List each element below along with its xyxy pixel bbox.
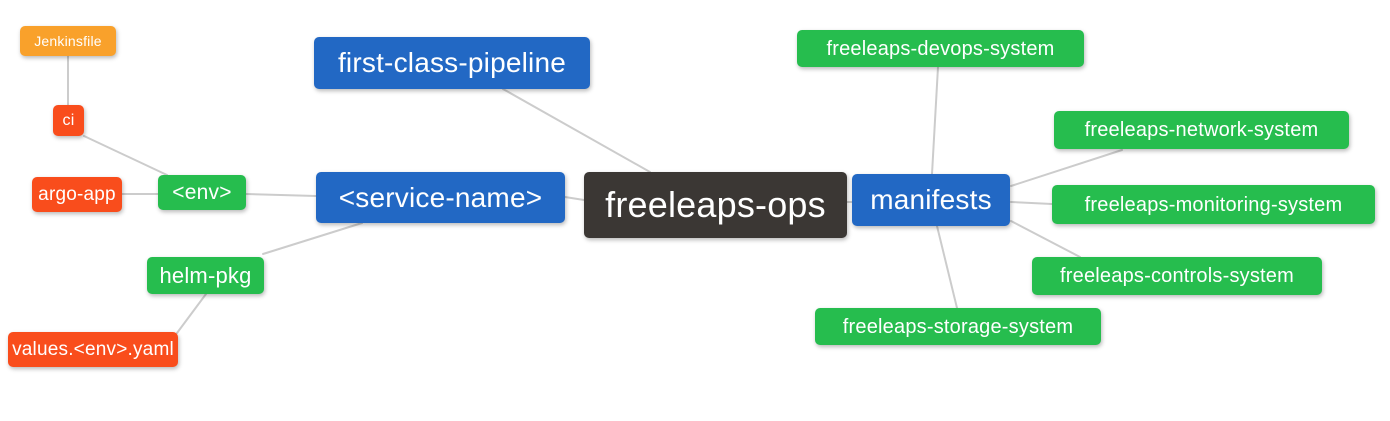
edge-values-env-yaml--helm-pkg [176, 293, 207, 334]
node-helm-pkg[interactable]: helm-pkg [147, 257, 264, 294]
node-freeleaps-devops-system[interactable]: freeleaps-devops-system [797, 30, 1084, 67]
node-label: freeleaps-controls-system [1060, 265, 1294, 287]
node-freeleaps-ops[interactable]: freeleaps-ops [584, 172, 847, 238]
node-label: freeleaps-devops-system [826, 37, 1055, 60]
node-label: freeleaps-monitoring-system [1084, 193, 1343, 216]
node-label: freeleaps-storage-system [842, 315, 1074, 338]
edge-ci--env [83, 135, 168, 176]
node-service-name[interactable]: <service-name> [316, 172, 565, 223]
node-label: first-class-pipeline [337, 47, 567, 78]
node-label: values.<env>.yaml [12, 339, 174, 360]
edge-manifests--freeleaps-network-system [1010, 149, 1123, 187]
node-label: freeleaps-ops [605, 184, 826, 225]
edge-helm-pkg--service-name [262, 222, 363, 255]
node-freeleaps-storage-system[interactable]: freeleaps-storage-system [815, 308, 1101, 345]
node-freeleaps-monitoring-system[interactable]: freeleaps-monitoring-system [1052, 185, 1375, 224]
node-label: helm-pkg [159, 262, 252, 288]
node-label: <env> [172, 181, 232, 204]
node-env[interactable]: <env> [158, 175, 246, 210]
edge-service-name--freeleaps-ops [564, 196, 585, 201]
edge-manifests--freeleaps-controls-system [1010, 220, 1081, 258]
node-freeleaps-network-system[interactable]: freeleaps-network-system [1054, 111, 1349, 149]
node-manifests[interactable]: manifests [852, 174, 1010, 226]
node-ci[interactable]: ci [53, 105, 84, 136]
node-label: <service-name> [338, 181, 543, 213]
edge-first-class-pipeline--freeleaps-ops [502, 88, 651, 173]
node-label: ci [62, 111, 75, 129]
node-label: freeleaps-network-system [1084, 119, 1319, 141]
edge-manifests--freeleaps-storage-system [936, 225, 958, 309]
node-first-class-pipeline[interactable]: first-class-pipeline [314, 37, 590, 89]
node-label: Jenkinsfile [34, 33, 102, 49]
node-argo-app[interactable]: argo-app [32, 177, 122, 212]
edge-env--service-name [245, 193, 317, 197]
edge-manifests--freeleaps-devops-system [931, 66, 939, 175]
node-freeleaps-controls-system[interactable]: freeleaps-controls-system [1032, 257, 1322, 295]
node-values-env-yaml[interactable]: values.<env>.yaml [8, 332, 178, 367]
node-label: manifests [870, 184, 992, 215]
node-jenkinsfile[interactable]: Jenkinsfile [20, 26, 116, 56]
node-label: argo-app [38, 184, 116, 205]
edge-manifests--freeleaps-monitoring-system [1010, 201, 1053, 205]
